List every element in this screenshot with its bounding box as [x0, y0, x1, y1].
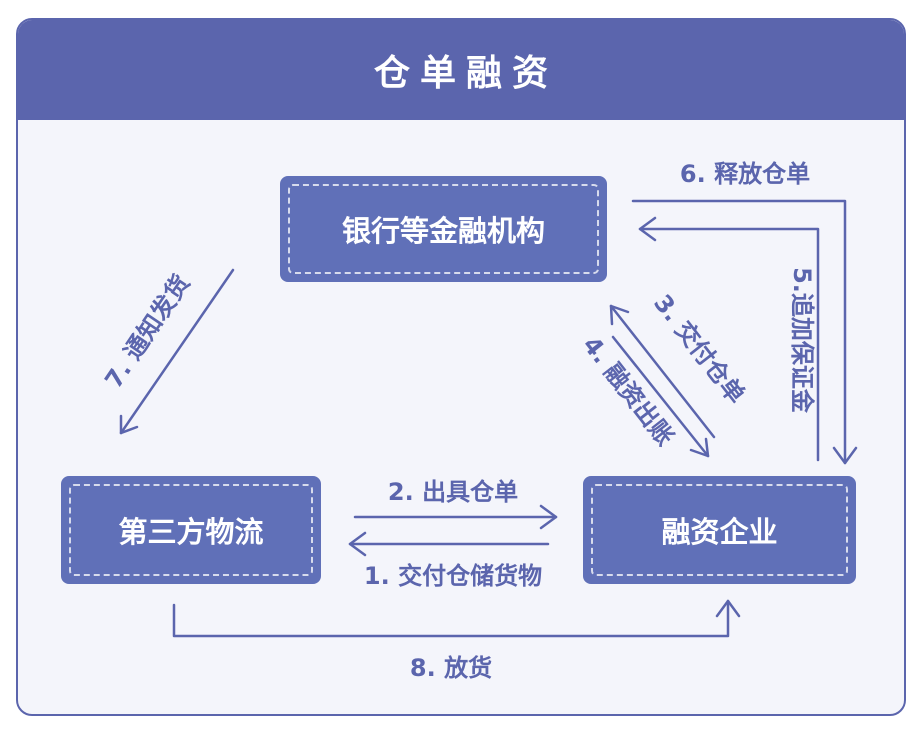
edge-7-arrow	[119, 268, 235, 435]
node-bank: 银行等金融机构	[280, 176, 607, 282]
node-bank-dashed-border: 银行等金融机构	[288, 184, 599, 274]
edge-6-label: 6. 释放仓单	[680, 160, 810, 188]
edge-6-arrow	[631, 199, 858, 465]
node-enterprise: 融资企业	[583, 476, 856, 584]
edge-4-arrow	[611, 335, 710, 458]
node-logistics-label: 第三方物流	[118, 515, 264, 549]
edge-5-label: 5.追加保证金	[788, 267, 816, 414]
node-bank-label: 银行等金融机构	[341, 214, 545, 248]
diagram-card: 仓单融资	[16, 18, 906, 716]
edge-4-label: 4. 融资出账	[577, 331, 679, 451]
edge-8-label: 8. 放货	[410, 654, 492, 682]
node-logistics: 第三方物流	[61, 476, 321, 584]
edge-3-arrow	[609, 304, 716, 439]
node-logistics-dashed-border: 第三方物流	[69, 484, 313, 576]
header-bar: 仓单融资	[18, 20, 904, 120]
edge-2-arrow	[353, 504, 558, 530]
edge-1-label: 1. 交付仓储货物	[364, 562, 542, 590]
edge-3-label: 3. 交付仓单	[648, 289, 750, 409]
edge-1-arrow	[348, 531, 550, 557]
node-enterprise-dashed-border: 融资企业	[591, 484, 848, 576]
edge-5-arrow	[638, 216, 820, 462]
edge-2-label: 2. 出具仓单	[388, 478, 518, 506]
edge-8-arrow	[172, 599, 741, 638]
node-enterprise-label: 融资企业	[661, 515, 778, 549]
diagram-title: 仓单融资	[373, 53, 558, 94]
edge-7-label: 7. 通知发货	[99, 270, 195, 394]
